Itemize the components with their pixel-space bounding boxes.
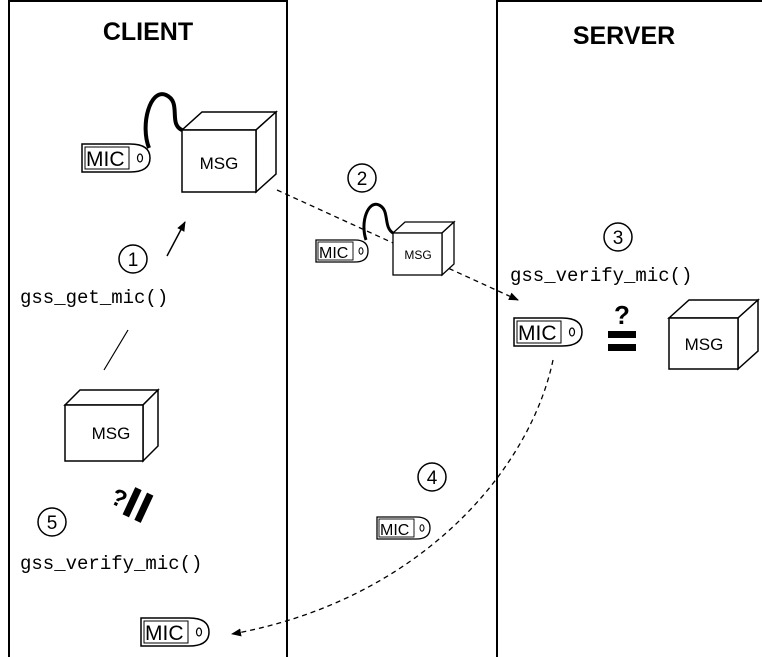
client-msg-box-top: MSG: [180, 110, 278, 194]
svg-text:?: ?: [614, 300, 630, 330]
client-mic-token-bottom: MIC: [140, 617, 210, 647]
client-mic-token-top: MIC: [81, 143, 151, 173]
step-1-number: 1: [128, 250, 139, 271]
client-gss-verify-mic-label: gss_verify_mic(): [20, 553, 202, 575]
transit-tether: [362, 202, 394, 241]
step-1-badge: [118, 244, 148, 274]
step-2-badge: [347, 163, 377, 193]
svg-text:MSG: MSG: [404, 248, 431, 262]
arrow-get-mic: [166, 221, 186, 257]
equality-question-icon: ?: [608, 300, 636, 351]
return-mic-token: MIC: [376, 516, 431, 540]
server-title: SERVER: [573, 22, 675, 50]
svg-text:MIC: MIC: [319, 245, 348, 262]
server-panel: [496, 0, 762, 657]
step-4-number: 4: [427, 468, 438, 489]
step-5-badge: [37, 507, 67, 537]
step-5-number: 5: [47, 513, 58, 534]
server-msg-box: MSG: [667, 298, 760, 371]
transit-msg-box: MSG: [391, 220, 456, 277]
svg-text:MIC: MIC: [86, 148, 125, 171]
arrow-return: [231, 359, 554, 637]
client-tether-top: [143, 92, 184, 149]
client-msg-box-original: MSG: [63, 388, 160, 463]
server-mic-token: MIC: [513, 317, 583, 347]
client-panel: [8, 0, 288, 657]
gss-get-mic-label: gss_get_mic(): [20, 287, 168, 309]
transit-mic-token: MIC: [315, 239, 369, 263]
step-3-number: 3: [613, 228, 624, 249]
svg-text:MSG: MSG: [92, 424, 131, 443]
step-2-number: 2: [357, 169, 368, 190]
svg-text:MIC: MIC: [518, 322, 557, 345]
svg-text:MSG: MSG: [685, 335, 724, 354]
svg-text:MIC: MIC: [380, 522, 409, 539]
svg-text:MSG: MSG: [200, 154, 239, 173]
step-4-badge: [417, 462, 447, 492]
rotated-equality-question-icon: ?: [106, 483, 154, 523]
connector-line: [103, 329, 129, 371]
client-title: CLIENT: [103, 18, 193, 46]
svg-text:MIC: MIC: [145, 622, 184, 645]
server-gss-verify-mic-label: gss_verify_mic(): [510, 265, 692, 287]
step-3-badge: [603, 222, 633, 252]
arrow-transmit: [276, 189, 519, 301]
